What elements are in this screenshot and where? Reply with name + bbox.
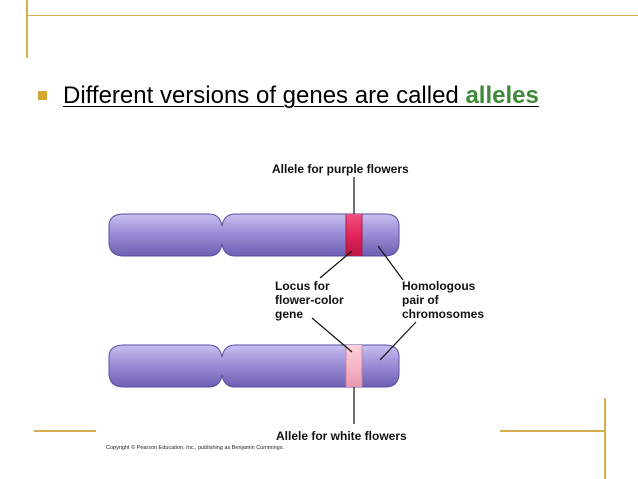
chromosome-top: [108, 213, 400, 257]
purple-allele-band: [345, 214, 363, 256]
white-allele-band: [345, 345, 363, 387]
copyright-text: Copyright © Pearson Education, Inc., pub…: [106, 444, 284, 451]
label-allele-purple: Allele for purple flowers: [272, 162, 409, 176]
leader-locus-top: [319, 250, 353, 279]
frame-bottom-right-line: [500, 430, 606, 432]
label-homologous-line1: Homologous: [402, 279, 476, 293]
label-homologous-line3: chromosomes: [402, 307, 484, 321]
frame-top-line: [26, 15, 638, 16]
slide-title: Different versions of genes are called a…: [63, 82, 539, 110]
label-homologous-line2: pair of: [402, 293, 440, 307]
leader-locus-bottom: [311, 317, 353, 353]
frame-bottom-left-line: [34, 430, 96, 432]
label-locus-line2: flower-color: [275, 293, 344, 307]
frame-right-line: [604, 398, 606, 479]
leader-homologous-top: [377, 245, 404, 281]
frame-left-line: [26, 0, 28, 58]
title-keyword: alleles: [465, 82, 539, 109]
label-allele-white: Allele for white flowers: [276, 429, 407, 443]
label-locus-line3: gene: [275, 307, 303, 321]
label-locus-line1: Locus for: [275, 279, 330, 293]
title-text: Different versions of genes are called: [63, 82, 466, 109]
bullet-icon: [38, 91, 47, 100]
chromosome-bottom: [108, 344, 400, 388]
leader-homologous-bottom: [379, 321, 417, 361]
